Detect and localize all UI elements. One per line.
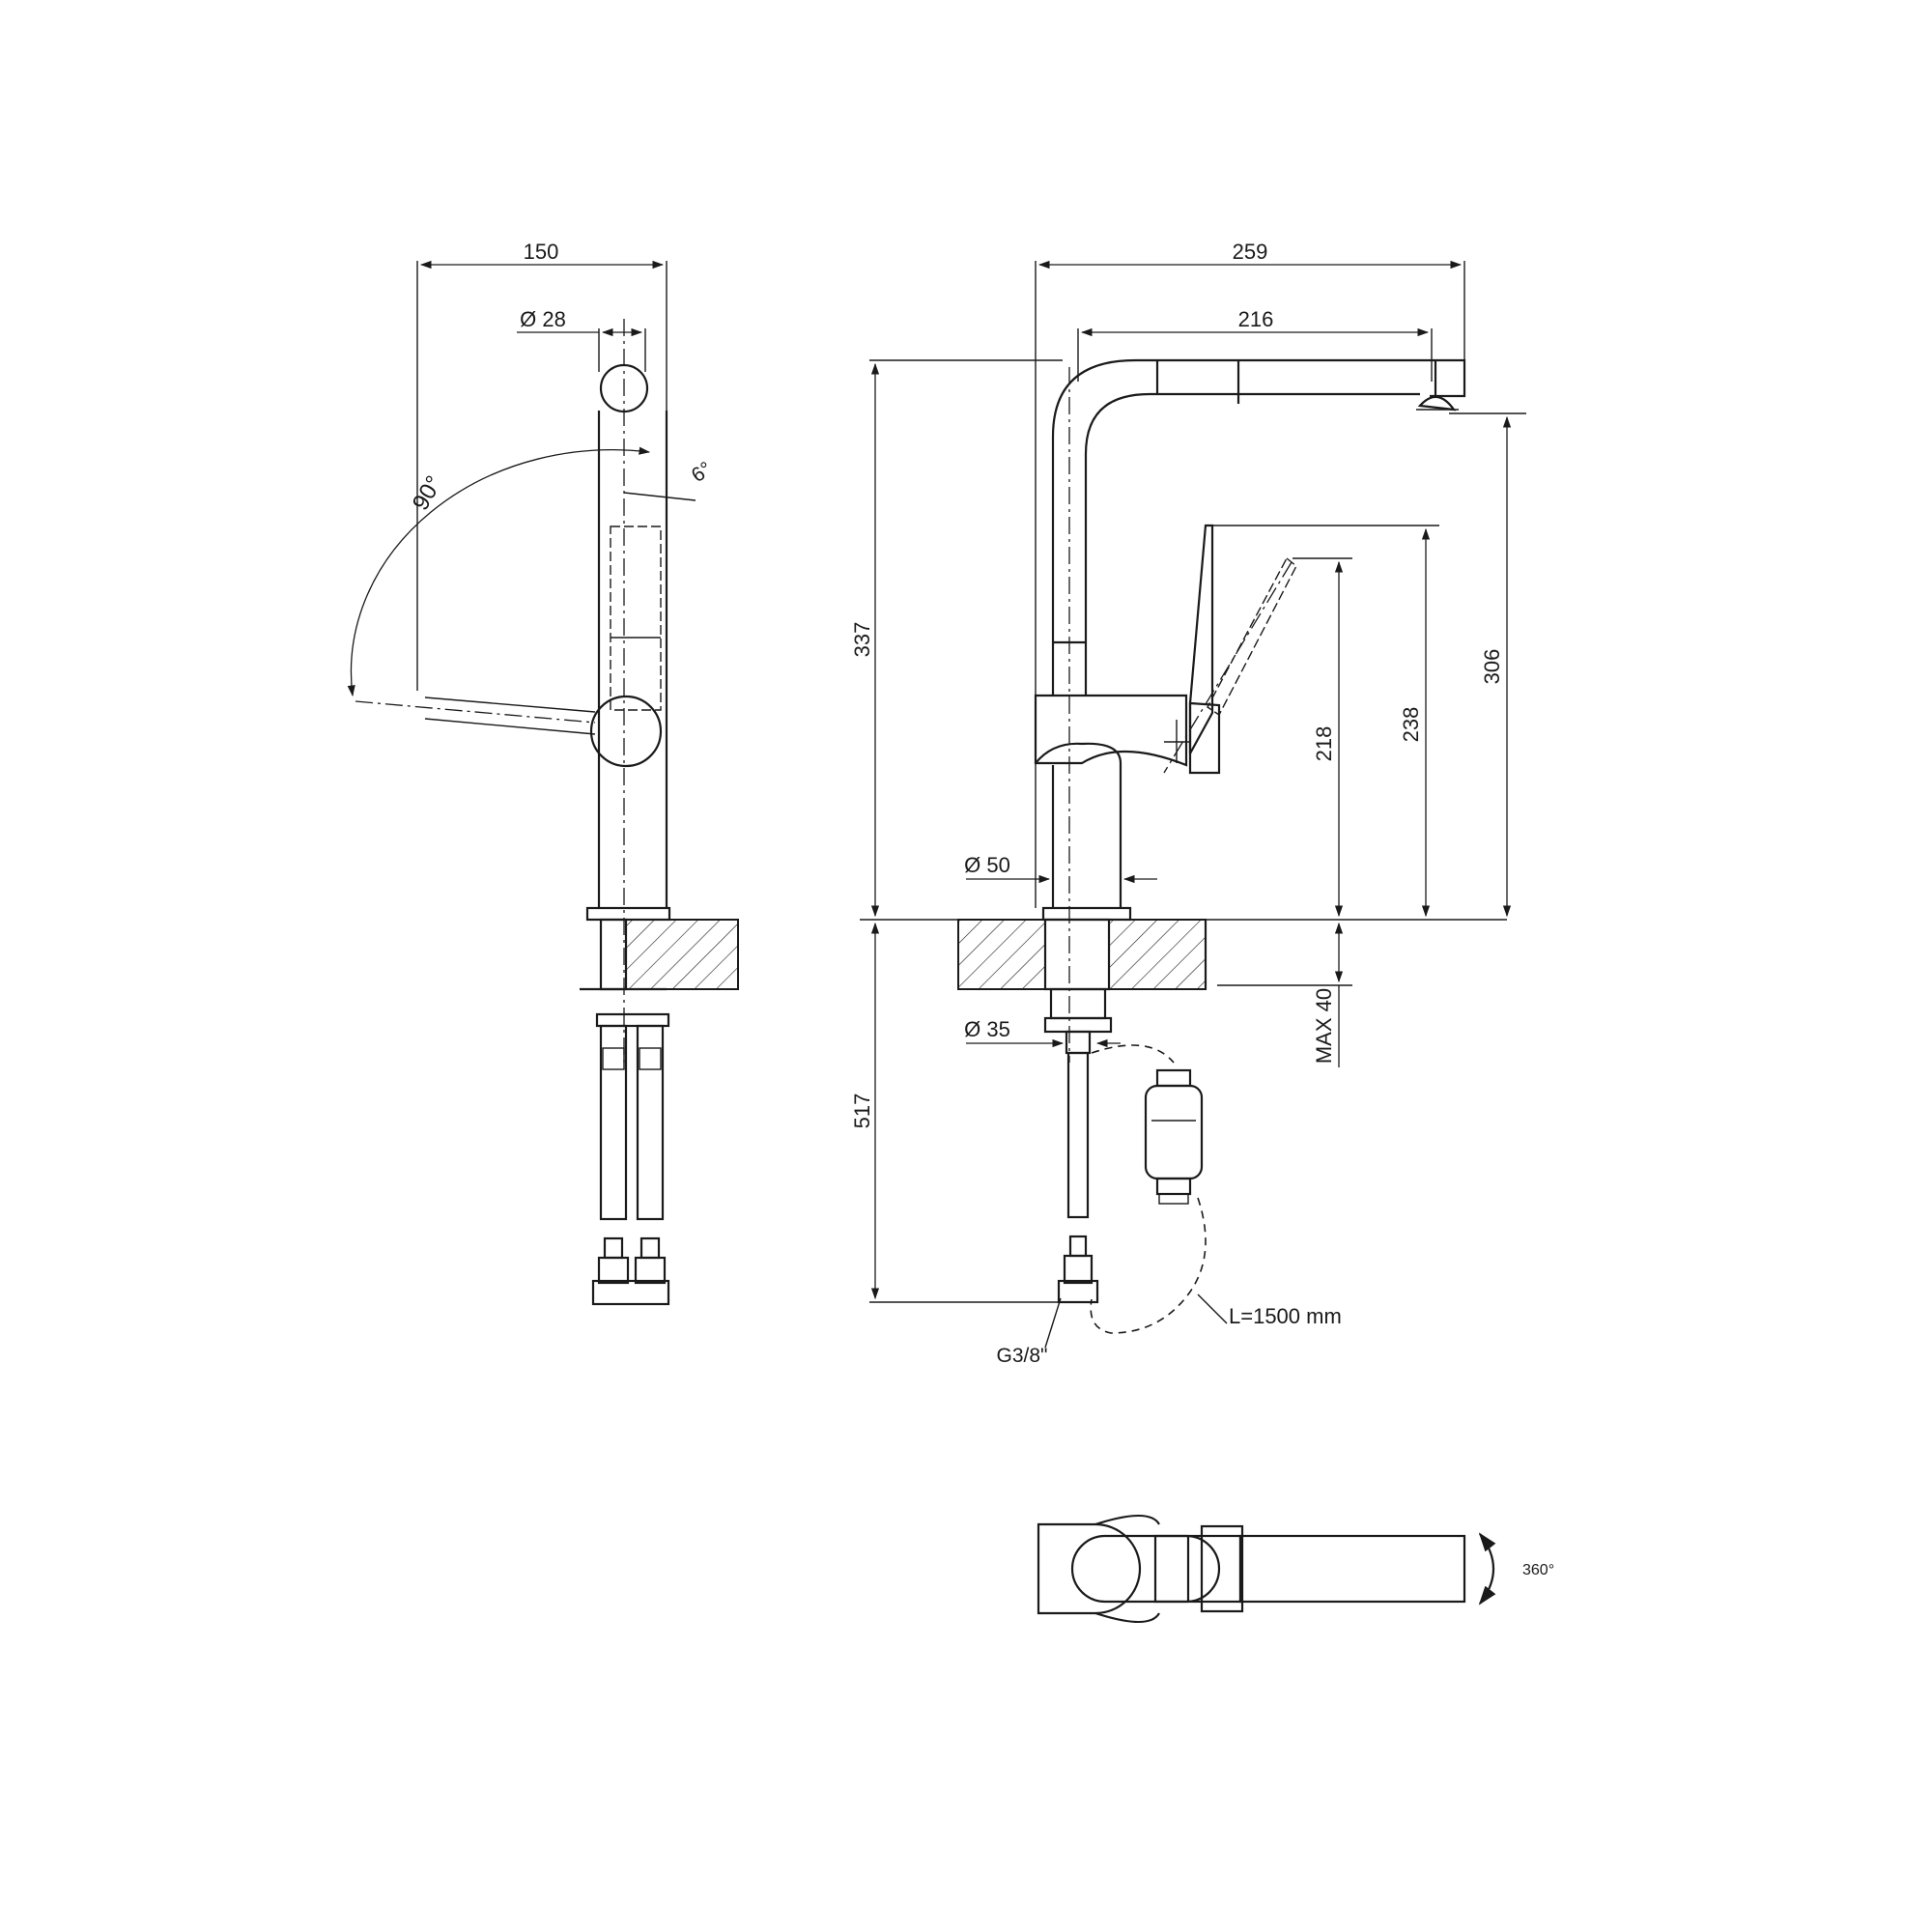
side-width-label: 150 bbox=[524, 240, 559, 264]
top-rotation-label: 360° bbox=[1522, 1562, 1554, 1578]
front-view: 259 216 337 306 238 218 MAX 40 517 bbox=[850, 240, 1526, 1367]
top-view: 360° bbox=[1037, 1515, 1554, 1623]
front-thread-label: G3/8" bbox=[997, 1345, 1048, 1367]
side-tilt-angle-label: 6° bbox=[688, 458, 717, 487]
front-reach-label: 216 bbox=[1238, 307, 1274, 331]
front-shank-diameter-label: Ø 35 bbox=[964, 1017, 1010, 1041]
side-swing-angle-label: 90° bbox=[408, 471, 448, 515]
front-pullout-length-label: L=1500 mm bbox=[1229, 1304, 1342, 1328]
front-base-diameter-label: Ø 50 bbox=[964, 853, 1010, 877]
front-max-deck-label: MAX 40 bbox=[1312, 988, 1336, 1064]
side-diameter-label: Ø 28 bbox=[520, 307, 566, 331]
front-height-label: 337 bbox=[850, 622, 874, 658]
side-view: 150 Ø 28 6° 90° bbox=[347, 240, 739, 1306]
front-width-label: 259 bbox=[1233, 240, 1268, 264]
front-lever-height-label: 238 bbox=[1399, 707, 1423, 743]
cartridge-circle bbox=[589, 695, 663, 768]
front-spout-height-label: 306 bbox=[1480, 649, 1504, 685]
front-lever-open-label: 218 bbox=[1312, 726, 1336, 762]
front-hose-length-label: 517 bbox=[850, 1094, 874, 1129]
